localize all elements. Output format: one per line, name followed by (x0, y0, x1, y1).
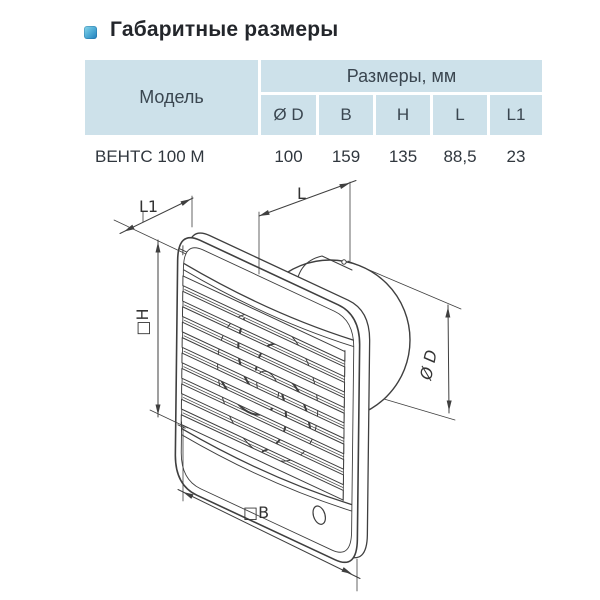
dimension-arrowheads (124, 183, 452, 574)
table-row: ВЕНТС 100 М 100 159 135 88,5 23 (85, 138, 542, 176)
col-header-h: H (376, 95, 430, 135)
indicator-light (313, 504, 326, 527)
col-header-l: L (433, 95, 487, 135)
bottom-band-curve (182, 426, 351, 512)
page-title: Габаритные размеры (110, 18, 339, 41)
value-d: 100 (261, 138, 316, 176)
page-header: Габаритные размеры (84, 18, 338, 42)
fan-front-panel (175, 230, 360, 570)
bottom-band-curve2 (182, 432, 351, 518)
bullet-square-icon (84, 25, 97, 39)
louver-grille (181, 275, 345, 501)
col-header-b: B (319, 95, 373, 135)
fan-dimensional-drawing: L1 L □H Ø D □B (113, 180, 462, 592)
col-header-model: Модель (85, 60, 258, 135)
col-header-d: Ø D (261, 95, 316, 135)
value-b: 159 (319, 138, 373, 176)
dimensions-table: Модель Размеры, мм Ø D B H L L1 ВЕНТС 10… (82, 57, 545, 179)
panel-inset-line (181, 241, 354, 559)
plate-screw-hole (341, 259, 347, 265)
dim-label-b: □B (243, 503, 269, 522)
dim-label-l1: L1 (139, 197, 158, 216)
dim-label-d: Ø D (416, 348, 441, 382)
col-header-l1: L1 (490, 95, 542, 135)
dim-label-h: □H (133, 308, 152, 335)
model-name: ВЕНТС 100 М (85, 138, 258, 176)
dimension-lines (113, 180, 462, 592)
value-l1: 23 (490, 138, 542, 176)
top-band-curve2 (184, 267, 353, 353)
value-h: 135 (376, 138, 430, 176)
dim-label-l: L (297, 184, 306, 203)
top-band-curve (184, 261, 353, 347)
value-l: 88,5 (433, 138, 487, 176)
col-header-sizes: Размеры, мм (261, 60, 542, 92)
mounting-cross-marks (177, 244, 187, 433)
